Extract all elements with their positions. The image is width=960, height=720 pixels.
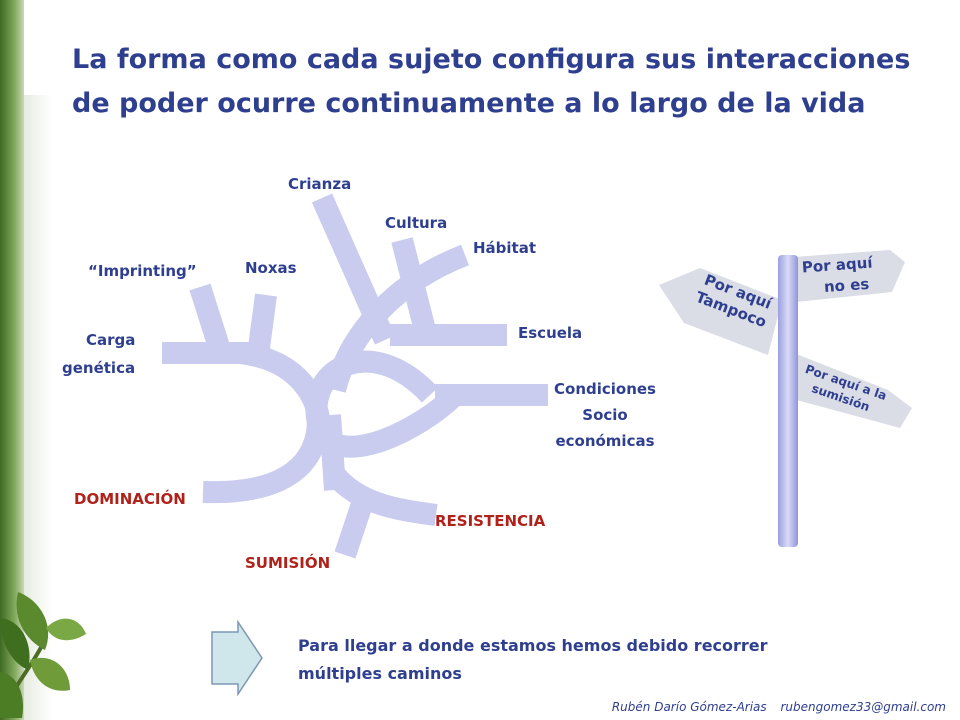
sign-right-bottom-text: Por aquí a la sumisión: [803, 362, 888, 414]
label-condiciones-socio-economicas: Condiciones Socio económicas: [546, 376, 664, 454]
bottom-message: Para llegar a donde estamos hemos debido…: [298, 632, 768, 688]
label-genetica: genética: [62, 359, 136, 377]
title-line-1: La forma como cada sujeto configura sus …: [72, 44, 911, 75]
label-crianza: Crianza: [288, 175, 352, 193]
label-socio: Socio: [582, 406, 628, 424]
label-economicas: económicas: [555, 432, 655, 450]
label-cultura: Cultura: [385, 214, 448, 232]
sign-pole: [778, 255, 798, 547]
footer-email: rubengomez33@gmail.com: [780, 700, 946, 714]
branch-carga-curve: [238, 342, 331, 431]
sign-right-top-board: [780, 250, 905, 303]
branch-imprinting: [189, 283, 231, 354]
signpost: [659, 250, 912, 547]
branch-tree: [162, 193, 548, 559]
bottom-message-line-1: Para llegar a donde estamos hemos debido…: [298, 636, 768, 655]
bottom-message-line-2: múltiples caminos: [298, 664, 462, 683]
label-sumision: SUMISIÓN: [245, 554, 331, 572]
branch-noxas: [247, 293, 277, 357]
right-arrow-icon: [211, 619, 263, 697]
label-habitat: Hábitat: [473, 239, 537, 257]
label-resistencia: RESISTENCIA: [435, 512, 546, 530]
sign-left-board: [659, 268, 782, 355]
label-carga: Carga: [86, 331, 136, 349]
label-imprinting: “Imprinting”: [88, 262, 197, 280]
sign-left-text: Por aquí Tampoco: [693, 271, 775, 332]
branch-resistencia: [326, 467, 438, 526]
sign-right-top-line-1: Por aquí: [801, 254, 874, 277]
footer-credit: Rubén Darío Gómez-Arias rubengomez33@gma…: [612, 700, 946, 714]
slide-title: La forma como cada sujeto configura sus …: [72, 38, 942, 126]
sign-right-top-text: Por aquí no es: [801, 254, 874, 296]
label-dominacion: DOMINACIÓN: [74, 490, 186, 508]
label-noxas: Noxas: [245, 259, 297, 277]
plant-leaves-icon: [0, 592, 86, 720]
footer-author: Rubén Darío Gómez-Arias: [611, 700, 767, 714]
branch-dominacion: [202, 419, 329, 504]
label-escuela: Escuela: [518, 324, 583, 342]
sign-right-top-line-2: no es: [823, 275, 870, 296]
sign-right-bottom-board: [778, 350, 912, 428]
label-condiciones: Condiciones: [554, 380, 656, 398]
title-line-2: de poder ocurre continuamente a lo largo…: [72, 88, 866, 119]
